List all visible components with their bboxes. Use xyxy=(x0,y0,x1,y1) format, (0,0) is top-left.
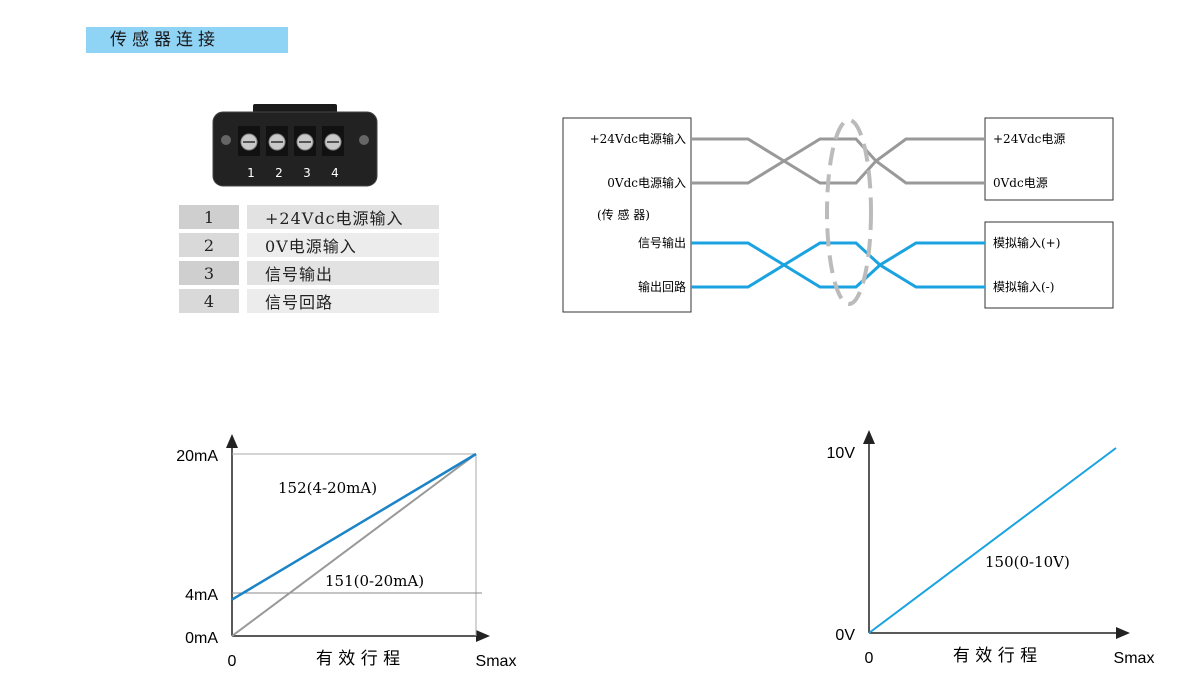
series-label-150: 150(0-10V) xyxy=(985,553,1070,571)
section-title: 传感器连接 xyxy=(86,27,288,53)
terminal-block-image: 1 2 3 4 xyxy=(212,104,378,187)
terminal-pin-label: 4 xyxy=(331,166,339,180)
x-tick-label: Smax xyxy=(1114,650,1155,667)
series-line-150 xyxy=(868,447,1117,634)
sensor-name-label: (传 感 器) xyxy=(597,207,650,222)
screw-terminals xyxy=(238,126,344,156)
x-tick-label: 0 xyxy=(228,653,237,670)
x-axis-arrow xyxy=(476,630,490,642)
table-row: 1 +24Vdc电源输入 xyxy=(179,205,439,229)
table-row: 4 信号回路 xyxy=(179,289,439,313)
supply-pos-label: +24Vdc电源 xyxy=(993,132,1065,146)
y-axis-arrow xyxy=(226,434,238,448)
power-supply-box xyxy=(984,117,1114,201)
sensor-power-neg-label: 0Vdc电源输入 xyxy=(607,175,686,190)
y-tick-label: 10V xyxy=(827,445,856,462)
power-wire-neg xyxy=(691,137,985,185)
series-label-151: 151(0-20mA) xyxy=(325,572,424,590)
series-line-151 xyxy=(231,453,477,637)
pin-description: 信号回路 xyxy=(247,289,439,313)
pin-assignment-table: 1 +24Vdc电源输入 2 0V电源输入 3 信号输出 4 信号回路 xyxy=(179,201,439,317)
pin-number: 2 xyxy=(179,233,239,257)
sensor-signal-out-label: 信号输出 xyxy=(638,235,686,250)
sensor-box xyxy=(562,117,692,313)
pin-description: +24Vdc电源输入 xyxy=(247,205,439,229)
x-axis-label: 有 效 行 程 xyxy=(953,646,1037,666)
terminal-pin-label: 2 xyxy=(275,166,283,180)
y-axis-arrow xyxy=(863,430,875,444)
series-line-152 xyxy=(231,452,477,601)
x-axis-label: 有 效 行 程 xyxy=(316,649,400,669)
power-wire-pos xyxy=(691,137,985,185)
pin-description: 信号输出 xyxy=(247,261,439,285)
x-tick-label: Smax xyxy=(476,653,517,670)
y-tick-label: 20mA xyxy=(176,448,218,465)
y-tick-label: 0V xyxy=(835,627,855,644)
supply-neg-label: 0Vdc电源 xyxy=(993,176,1048,190)
analog-input-pos-label: 模拟输入(+) xyxy=(993,235,1060,250)
y-tick-label: 0mA xyxy=(185,630,218,647)
signal-wire-return xyxy=(691,241,985,289)
table-row: 2 0V电源输入 xyxy=(179,233,439,257)
pin-description: 0V电源输入 xyxy=(247,233,439,257)
y-tick-label: 4mA xyxy=(185,587,218,604)
signal-wire-out xyxy=(691,241,985,289)
x-axis-arrow xyxy=(1116,627,1130,639)
terminal-pin-label: 1 xyxy=(247,166,255,180)
table-row: 3 信号输出 xyxy=(179,261,439,285)
cable-shield-ellipse xyxy=(825,118,873,306)
pin-number: 4 xyxy=(179,289,239,313)
analog-input-box xyxy=(984,221,1114,309)
terminal-pin-label: 3 xyxy=(303,166,311,180)
signal-wires xyxy=(691,241,985,289)
sensor-signal-return-label: 输出回路 xyxy=(638,279,686,294)
power-wires xyxy=(691,137,985,185)
pin-number: 1 xyxy=(179,205,239,229)
analog-input-neg-label: 模拟输入(-) xyxy=(993,279,1054,294)
series-label-152: 152(4-20mA) xyxy=(278,479,377,497)
sensor-power-pos-label: +24Vdc电源输入 xyxy=(590,131,686,146)
pin-number: 3 xyxy=(179,261,239,285)
x-tick-label: 0 xyxy=(865,650,874,667)
